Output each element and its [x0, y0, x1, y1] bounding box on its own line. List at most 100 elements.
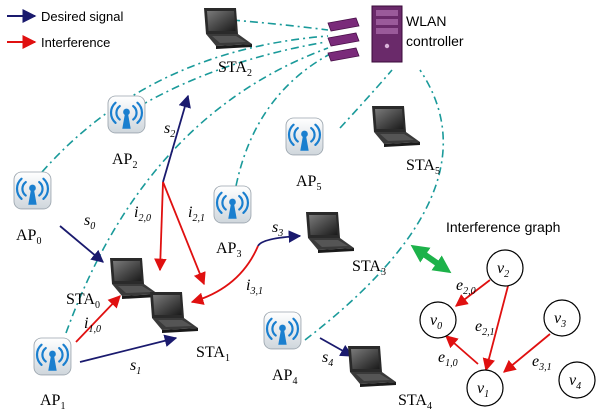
label-s3-sub: 3 [277, 228, 283, 239]
backhaul-ap0 [41, 35, 329, 173]
label-s3-base: s [272, 219, 278, 236]
backhaul-ap4 [304, 69, 444, 341]
label-i21-sub: 2,1 [192, 213, 205, 224]
sta1-label-sub: 1 [225, 353, 230, 364]
ap-5: AP5 [284, 116, 325, 193]
vertex-v0-base: v [430, 312, 438, 329]
edge-v2-v1 [482, 285, 509, 372]
ap1-icon [32, 336, 73, 377]
label-i21: i2,1 [188, 204, 205, 224]
sta3-label: STA3 [352, 258, 386, 278]
ap1-label: AP1 [40, 392, 65, 412]
sta0-label: STA0 [66, 291, 100, 311]
interference-arrow-i21 [162, 181, 206, 286]
vertex-v2-label: v2 [497, 260, 509, 280]
sta5-label: STA5 [406, 157, 440, 177]
legend-interference-label: Interference [41, 35, 110, 50]
backhaul-ap5 [339, 69, 393, 129]
sta1-label-base: STA [196, 344, 225, 361]
ap-4: AP4 [262, 310, 303, 387]
edge-e21-base: e [475, 318, 482, 335]
ap0-label-base: AP [16, 227, 37, 244]
sta-3: STA3 [306, 212, 386, 278]
vertex-v1-base: v [477, 380, 485, 397]
edge-e21-label: e2,1 [475, 318, 495, 338]
graph-title: Interference graph [446, 219, 560, 235]
signal-arrow-s4 [319, 337, 354, 357]
edge-e20-sub: 2,0 [463, 286, 476, 297]
vertex-v1-label: v1 [477, 380, 489, 400]
sta2-laptop-icon [204, 8, 252, 49]
sta5-laptop-icon [372, 106, 420, 147]
vertex-v0-label: v0 [430, 312, 442, 332]
label-s3: s3 [272, 219, 283, 239]
vertex-v3-base: v [554, 310, 562, 327]
ap3-icon [212, 184, 253, 225]
ap-0: AP0 [12, 170, 53, 247]
backhaul-links [41, 19, 444, 341]
vertex-v4-circle [558, 361, 596, 399]
sta-0: STA0 [66, 258, 158, 311]
sta4-label-sub: 4 [427, 401, 432, 412]
label-i10-sub: 1,0 [88, 324, 101, 335]
label-s4: s4 [322, 349, 333, 369]
edge-e10-label: e1,0 [438, 349, 458, 369]
ap4-icon [262, 310, 303, 351]
stations: STA0 STA1 STA2 STA3 STA4 STA5 [66, 8, 440, 412]
label-i31: i3,1 [246, 277, 263, 297]
edge-e31-sub: 3,1 [538, 362, 552, 373]
vertex-v1-sub: 1 [484, 389, 489, 400]
graph-edges [445, 279, 551, 373]
vertex-v0-circle [419, 301, 457, 339]
label-s2-sub: 2 [170, 129, 175, 140]
edge-v3-v1 [503, 333, 551, 373]
sta4-laptop-icon [348, 346, 396, 387]
label-s1: s1 [130, 357, 141, 377]
graph-link-double-arrow [410, 244, 452, 274]
edge-e31-label: e3,1 [532, 353, 552, 373]
sta0-label-sub: 0 [95, 300, 100, 311]
label-i20: i2,0 [134, 204, 151, 224]
ap5-label: AP5 [296, 173, 321, 193]
sta5-label-base: STA [406, 157, 435, 174]
graph-vertex-circles [419, 249, 596, 407]
backhaul-ap1 [65, 47, 329, 334]
ap5-label-sub: 5 [316, 182, 321, 193]
signal-arrow-s2 [162, 94, 191, 183]
switch-stack-icon [327, 17, 360, 62]
vertex-v2-base: v [497, 260, 505, 277]
vertex-v3-sub: 3 [560, 319, 566, 330]
ap1-label-sub: 1 [60, 401, 65, 412]
signal-arrow-s3 [257, 230, 302, 247]
sta-4: STA4 [348, 346, 432, 412]
vertex-v4-sub: 4 [576, 381, 581, 392]
edge-e21-sub: 2,1 [482, 327, 495, 338]
label-i20-sub: 2,0 [138, 213, 151, 224]
signal-labels: s0 s1 s2 s3 s4 [84, 120, 333, 377]
label-s0-sub: 0 [90, 221, 95, 232]
ap2-label-base: AP [112, 151, 133, 168]
label-i31-sub: 3,1 [249, 286, 263, 297]
sta4-label-base: STA [398, 392, 427, 409]
vertex-v0-sub: 0 [437, 321, 442, 332]
ap3-label-sub: 3 [236, 249, 241, 260]
ap-3: AP3 [212, 184, 253, 260]
interference-arrow-i31 [190, 245, 259, 305]
ap3-label: AP3 [216, 240, 241, 260]
ap2-icon [106, 94, 147, 135]
edge-e10-base: e [438, 349, 445, 366]
label-i10-base: i [84, 315, 88, 332]
ap4-label-sub: 4 [292, 376, 297, 387]
signal-arrow-s1 [79, 334, 178, 363]
label-i10: i1,0 [84, 315, 101, 335]
ap3-label-base: AP [216, 240, 237, 257]
vertex-v2-sub: 2 [504, 269, 509, 280]
label-s1-base: s [130, 357, 136, 374]
label-s0-base: s [84, 212, 90, 229]
vertex-v3-label: v3 [554, 310, 566, 330]
desired-signals [59, 94, 354, 363]
label-s0: s0 [84, 212, 95, 232]
sta2-label-base: STA [218, 59, 247, 76]
sta3-label-base: STA [352, 258, 381, 275]
ap4-label-base: AP [272, 367, 293, 384]
